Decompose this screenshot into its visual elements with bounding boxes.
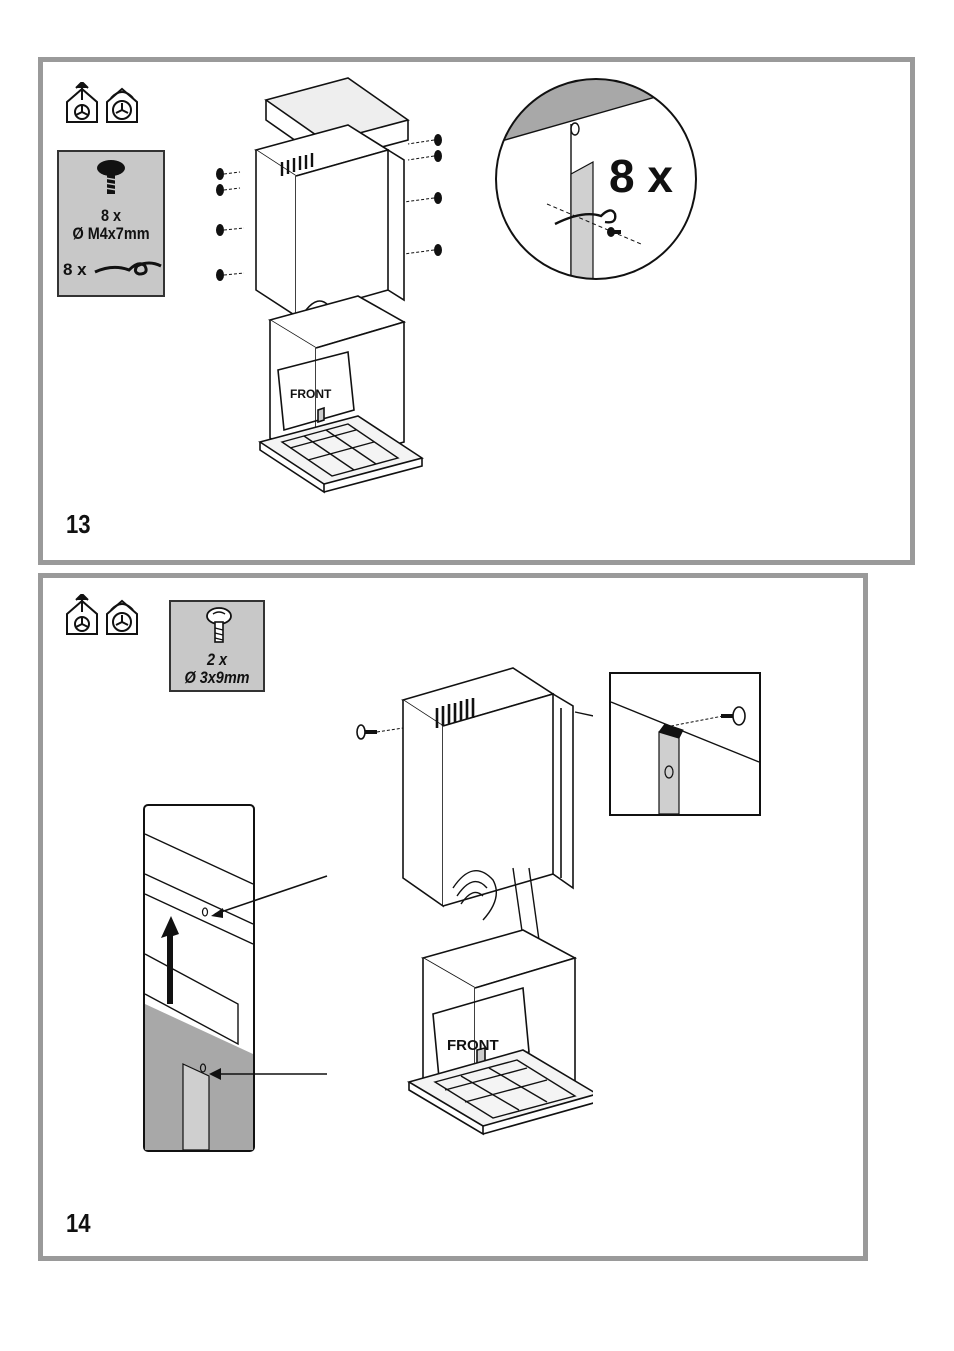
screw-icon	[201, 606, 237, 646]
hardware-box: 2 x Ø 3x9mm	[169, 600, 265, 692]
mode-icons	[63, 594, 143, 636]
mode-icons	[63, 82, 143, 124]
extraction-mode-icon	[67, 82, 97, 122]
screw-count: 8 x	[67, 206, 155, 226]
screw-detail	[609, 672, 761, 816]
screw-left	[357, 725, 403, 739]
extraction-mode-icon	[67, 594, 97, 634]
front-label: FRONT	[290, 387, 332, 401]
hood-assembly-drawing: FRONT	[208, 70, 458, 500]
detail-count: 8 x	[609, 150, 673, 202]
pointer-arrows	[203, 868, 333, 1098]
screw-spec: Ø M4x7mm	[67, 224, 155, 244]
clip-detail-circle: 8 x	[491, 74, 701, 284]
clip-count: 8 x	[63, 260, 87, 280]
screws-right	[404, 134, 442, 256]
hood-assembly-drawing: FRONT	[353, 658, 593, 1168]
screw-spec: Ø 3x9mm	[178, 668, 256, 688]
recirculation-mode-icon	[107, 601, 137, 634]
screws-left	[216, 168, 244, 281]
step-13-panel: 8 x Ø M4x7mm 8 x	[38, 57, 915, 565]
step-number: 13	[66, 509, 91, 540]
spring-clip-icon	[93, 256, 163, 282]
screw-count: 2 x	[178, 650, 256, 670]
step-number: 14	[66, 1208, 91, 1239]
screw-icon	[93, 158, 129, 198]
front-label: FRONT	[447, 1037, 499, 1054]
hardware-box: 8 x Ø M4x7mm 8 x	[57, 150, 165, 297]
step-14-panel: 2 x Ø 3x9mm	[38, 573, 868, 1261]
recirculation-mode-icon	[107, 89, 137, 122]
